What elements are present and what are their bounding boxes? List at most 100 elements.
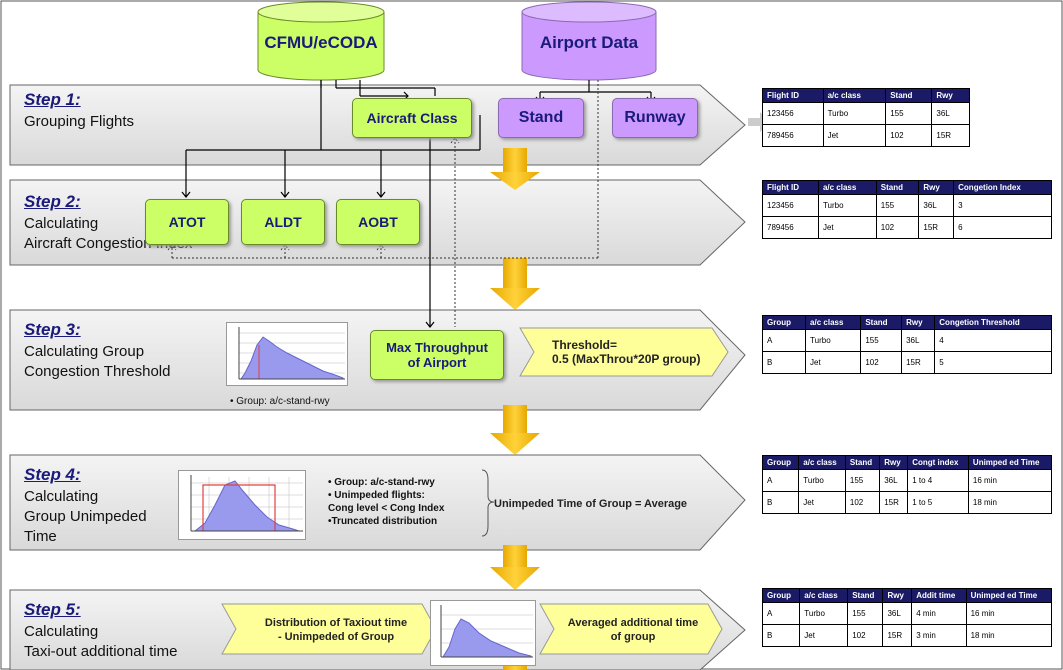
step3-title: Step 3: [24,320,81,339]
step4-title: Step 4: [24,465,81,484]
table-cell: 36L [882,602,913,625]
step4-desc-2: Group Unimpeded [24,508,147,525]
table-cell: B [761,351,807,374]
table-cell: 102 [847,624,884,647]
table-cell: 36L [931,102,970,125]
aobt-box: AOBT [336,199,420,245]
table-cell: Turbo [798,469,846,492]
step5-desc-1: Calculating [24,623,99,640]
table-header-cell: Stand [847,588,884,603]
down-arrow-3 [490,405,540,455]
table-cell: 15R [918,216,955,239]
table-header-cell: a/c class [798,455,846,470]
down-arrow-4 [490,545,540,590]
table-cell: Turbo [799,602,849,625]
table-cell: 36L [918,194,955,217]
averaged-text: Averaged additional time of group [548,616,718,644]
table-cell: B [761,624,801,647]
max-throughput-line1: Max Throughput [386,340,488,355]
table-header-cell: Rwy [901,315,936,330]
table-cell: 16 min [965,602,1053,625]
distribution-line2: - Unimpeded of Group [277,631,395,643]
table-header-cell: Rwy [882,588,913,603]
table-header-cell: Flight ID [762,88,824,103]
table-cell: 15R [882,624,913,647]
table-cell: B [761,491,800,514]
step4-note-3: Cong level < Cong Index [328,503,445,514]
table-cell: 155 [875,194,920,217]
taxiout-distribution-chart [430,600,536,666]
threshold-chevron [519,327,729,377]
step1-desc: Grouping Flights [24,113,135,130]
airport-data-label: Airport Data [539,33,639,52]
table-cell: 102 [885,124,933,147]
cfmu-label: CFMU/eCODA [264,33,378,52]
table-header-cell: Congetion Index [953,180,1052,195]
table-header-cell: Stand [875,180,920,195]
table-cell: 4 min [911,602,967,625]
step4-note-1: • Group: a/c-stand-rwy [328,477,435,488]
table-cell: 36L [879,469,909,492]
table-header-cell: Unimped ed Time [965,588,1053,603]
unimpeded-distribution-chart [178,470,306,540]
step4-desc-1: Calculating [24,488,99,505]
aldt-box: ALDT [241,199,325,245]
runway-box: Runway [612,98,698,138]
table-cell: 789456 [762,216,819,239]
table-header-cell: Rwy [879,455,909,470]
table-header-cell: Congetion Threshold [934,315,1052,330]
table-header-cell: Addit time [911,588,967,603]
step3-desc-1: Calculating Group [24,343,145,360]
max-throughput-line2: of Airport [407,355,467,370]
table-header-cell: Stand [844,455,881,470]
table-cell: 18 min [965,624,1053,647]
table-cell: Turbo [805,329,862,352]
table-cell: 155 [847,602,884,625]
brace [481,469,495,537]
averaged-chevron [539,603,723,655]
table-header-cell: Group [761,588,801,603]
table-header-cell: Rwy [931,88,970,103]
table-cell: A [761,329,807,352]
table-cell: 155 [844,469,881,492]
table-cell: 15R [901,351,936,374]
distribution-chevron [221,603,437,655]
airport-database-cylinder [521,1,657,81]
table-cell: 18 min [967,491,1053,514]
table-cell: Turbo [817,194,877,217]
table-cell: A [761,469,800,492]
table-cell: Jet [798,491,846,514]
table-cell: 36L [901,329,936,352]
unimpeded-time-result: Unimpeded Time of Group = Average [494,498,688,510]
table-cell: 3 [953,194,1052,217]
table-cell: 789456 [762,124,824,147]
congestion-distribution-chart [226,322,348,386]
step3-desc-2: Congestion Threshold [24,363,171,380]
step4-desc-3: Time [24,528,57,545]
table-cell: 1 to 4 [907,469,969,492]
table-header-cell: Congt index [907,455,969,470]
table-cell: Jet [799,624,849,647]
table-header-cell: a/c class [799,588,849,603]
table-cell: Jet [822,124,887,147]
table-cell: 123456 [762,102,824,125]
step3-group-note: • Group: a/c-stand-rwy [230,396,330,407]
